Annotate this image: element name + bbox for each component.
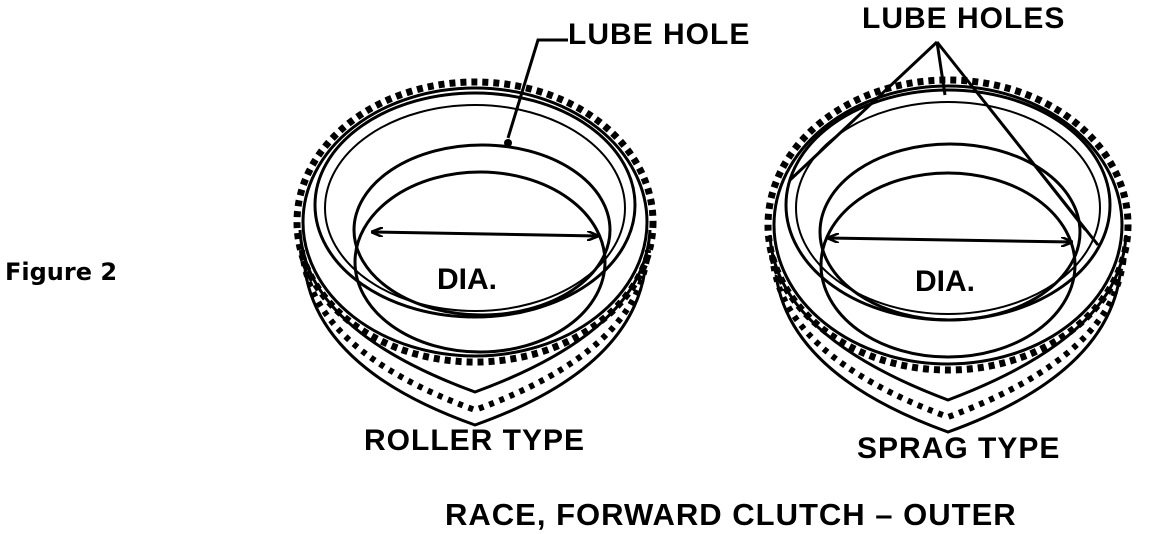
sprag-type-race (764, 76, 1132, 434)
diameter-arrow (828, 238, 1072, 242)
sprag-type-label: SPRAG TYPE (857, 432, 1061, 465)
roller-dia-label: DIA. (437, 263, 497, 296)
roller-type-race (293, 78, 657, 427)
lube-holes-leaders (788, 40, 1100, 246)
figure-caption: RACE, FORWARD CLUTCH – OUTER (445, 497, 1017, 532)
lube-hole-leader (506, 38, 568, 139)
diameter-arrow (372, 232, 598, 236)
sprag-dia-label: DIA. (915, 265, 975, 298)
lube-hole-label: LUBE HOLE (568, 18, 751, 51)
lube-hole-marker (504, 139, 512, 147)
lube-holes-label: LUBE HOLES (862, 2, 1066, 35)
roller-type-label: ROLLER TYPE (364, 424, 586, 457)
figure-label: Figure 2 (5, 258, 118, 286)
